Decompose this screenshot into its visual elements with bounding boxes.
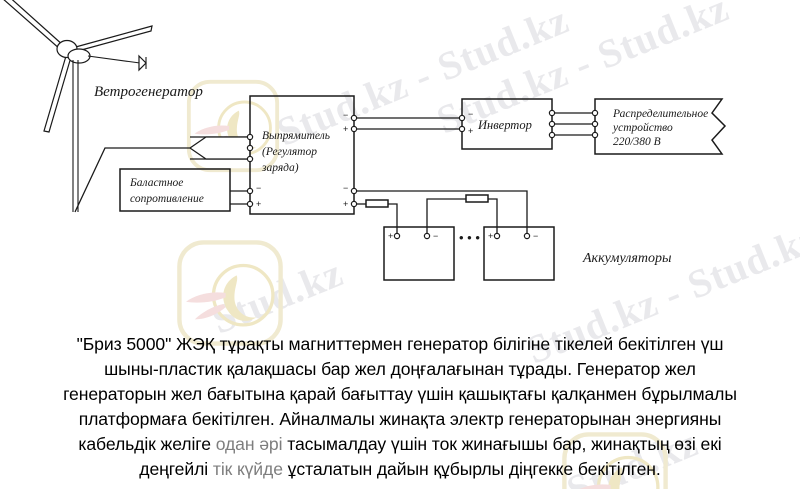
rectifier-ballast-terminal-plus bbox=[246, 200, 254, 208]
wind-turbine bbox=[3, 0, 190, 213]
switchgear-label-line3: 220/380 В bbox=[613, 136, 661, 148]
turbine-cable-run bbox=[74, 147, 190, 213]
turbine-blade-1 bbox=[3, 0, 65, 51]
switchgear-label-line2: устройство bbox=[612, 121, 673, 134]
rectifier-input-terminal-3 bbox=[246, 155, 254, 163]
inverter: Инвертор − + bbox=[458, 98, 556, 150]
battery-2-terminal-minus bbox=[523, 232, 531, 240]
sign-minus-inv-in: − bbox=[468, 109, 473, 119]
sign-plus-ballast-in: + bbox=[256, 199, 261, 209]
wire-rectifier-to-inverter bbox=[357, 117, 459, 130]
turbine-blade-3 bbox=[43, 55, 72, 133]
sign-plus-bat2: + bbox=[488, 231, 493, 241]
caption-line-5-segment-2: одан әрі bbox=[215, 433, 283, 454]
sign-minus-ballast-in: − bbox=[256, 183, 261, 193]
switchgear-terminal-1 bbox=[591, 109, 599, 117]
label-batteries: Аккумуляторы bbox=[582, 251, 672, 266]
caption-line-5-segment-1: кабельдік желіге bbox=[78, 433, 216, 454]
sign-minus-bat-out: − bbox=[343, 183, 348, 193]
rectifier-label-line3: заряда) bbox=[261, 162, 299, 174]
switchgear-220-380: Распределительное устройство 220/380 В bbox=[591, 98, 727, 155]
caption-line-1: "Бриз 5000" ЖЭҚ тұрақты магниттермен ген… bbox=[0, 332, 800, 357]
caption-line-6-segment-2: тік күйде bbox=[212, 458, 283, 479]
fuse-2 bbox=[465, 194, 489, 203]
caption-line-6-segment-3: ұсталатын дайын құбырлы діңгекке бекітіл… bbox=[282, 458, 661, 479]
caption-line-3-segment-1: генераторын жел бағытына қарай бағыттау … bbox=[63, 383, 737, 404]
inverter-label: Инвертор bbox=[477, 118, 532, 132]
wire-inverter-to-switchgear bbox=[555, 112, 592, 136]
cable-fanout bbox=[188, 136, 251, 160]
caption-paragraph: "Бриз 5000" ЖЭҚ тұрақты магниттермен ген… bbox=[0, 332, 800, 482]
caption-line-6: деңгейлі тік күйде ұсталатын дайын құбыр… bbox=[0, 457, 800, 482]
caption-line-5: кабельдік желіге одан әрі тасымалдау үші… bbox=[0, 432, 800, 457]
battery-1-terminal-minus bbox=[423, 232, 431, 240]
caption-line-4-segment-1: платформаға бекітілген. Айналмалы жинақт… bbox=[78, 408, 722, 429]
switchgear-label-line1: Распределительное bbox=[612, 108, 708, 120]
rectifier-ballast-terminal-minus bbox=[246, 187, 254, 195]
sign-minus-bat1: − bbox=[433, 231, 438, 241]
turbine-blade-2 bbox=[71, 25, 153, 53]
sign-plus-inv-in: + bbox=[468, 126, 473, 136]
battery-bus-wiring bbox=[357, 190, 528, 234]
caption-line-6-segment-1: деңгейлі bbox=[139, 458, 213, 479]
battery-series-ellipsis: • • • bbox=[459, 230, 480, 245]
caption-line-2: шыны-пластик қалақшасы бар жел доңғалағы… bbox=[0, 357, 800, 382]
battery-1-terminal-plus bbox=[393, 232, 401, 240]
rectifier-battery-terminal-minus bbox=[350, 187, 358, 195]
inverter-input-terminal-minus bbox=[458, 114, 466, 122]
sign-plus-bat1: + bbox=[388, 231, 393, 241]
inverter-output-terminal-1 bbox=[548, 109, 556, 117]
wind-power-system-schematic: .ln { stroke:#1a1a1a; stroke-width:1.3; … bbox=[3, 0, 727, 281]
sign-plus-inv-out: + bbox=[343, 124, 348, 134]
sign-plus-bat-out: + bbox=[343, 199, 348, 209]
inverter-output-terminal-3 bbox=[548, 131, 556, 139]
rectifier-label-line2: (Регулятор bbox=[262, 146, 317, 158]
rectifier-output-terminal-minus bbox=[350, 114, 358, 122]
inverter-input-terminal-plus bbox=[458, 125, 466, 133]
caption-line-2-segment-1: шыны-пластик қалақшасы бар жел доңғалағы… bbox=[104, 358, 696, 379]
rectifier-charge-regulator: Выпрямитель (Регулятор заряда) − + − + −… bbox=[246, 95, 358, 215]
caption-line-5-segment-3: тасымалдау үшін ток жинағышы бар, жинақт… bbox=[282, 433, 722, 454]
ballast-label-line2: сопротивление bbox=[130, 193, 204, 205]
rectifier-label-line1: Выпрямитель bbox=[262, 130, 330, 142]
sign-minus-inv-out: − bbox=[343, 110, 348, 120]
fuse-1 bbox=[365, 199, 389, 208]
caption-line-1-segment-1: "Бриз 5000" ЖЭҚ тұрақты магниттермен ген… bbox=[76, 334, 724, 354]
label-wind-generator: Ветрогенератор bbox=[94, 84, 203, 100]
turbine-tail-boom bbox=[87, 55, 141, 64]
caption-line-3: генераторын жел бағытына қарай бағыттау … bbox=[0, 382, 800, 407]
caption-line-4: платформаға бекітілген. Айналмалы жинақт… bbox=[0, 407, 800, 432]
rectifier-input-terminal-2 bbox=[246, 144, 254, 152]
switchgear-terminal-3 bbox=[591, 131, 599, 139]
rectifier-input-terminal-1 bbox=[246, 133, 254, 141]
switchgear-terminal-2 bbox=[591, 120, 599, 128]
rectifier-battery-terminal-plus bbox=[350, 200, 358, 208]
turbine-nacelle bbox=[67, 48, 91, 64]
turbine-tail-vane bbox=[138, 54, 147, 72]
rectifier-output-terminal-plus bbox=[350, 125, 358, 133]
battery-2-terminal-plus bbox=[493, 232, 501, 240]
ballast-label-line1: Баластное bbox=[129, 177, 183, 189]
battery-1: + − bbox=[383, 226, 455, 281]
battery-2: + − bbox=[483, 226, 555, 281]
ballast-resistance: Баластное сопротивление bbox=[119, 168, 247, 212]
inverter-output-terminal-2 bbox=[548, 120, 556, 128]
sign-minus-bat2: − bbox=[533, 231, 538, 241]
